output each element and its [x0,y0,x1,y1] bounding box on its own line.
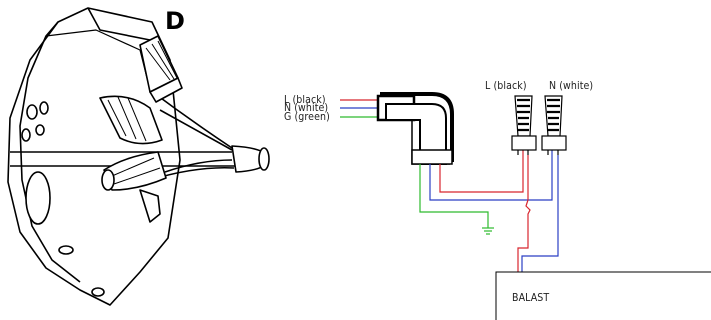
connector-label-line: L (black) [485,80,527,92]
ballast-box [495,271,711,320]
wire-nut-neutral [541,95,567,155]
input-label-neutral: N (white) [284,102,329,114]
ballast-line-wire [517,155,531,272]
wire-nut-line [511,95,537,155]
elbow-connector [376,92,454,165]
ground-wire [419,164,489,228]
input-label-ground: G (green) [284,111,330,123]
input-label-line: L (black) [284,94,326,106]
junction-box-illustration [7,7,270,306]
ground-symbol [482,227,494,235]
line-wire [439,150,524,193]
ballast-neutral-wire [521,155,559,272]
connector-label-neutral: N (white) [549,80,594,92]
step-letter: D [165,7,185,35]
neutral-wire [429,150,553,201]
ballast-label: BALAST [512,292,550,304]
